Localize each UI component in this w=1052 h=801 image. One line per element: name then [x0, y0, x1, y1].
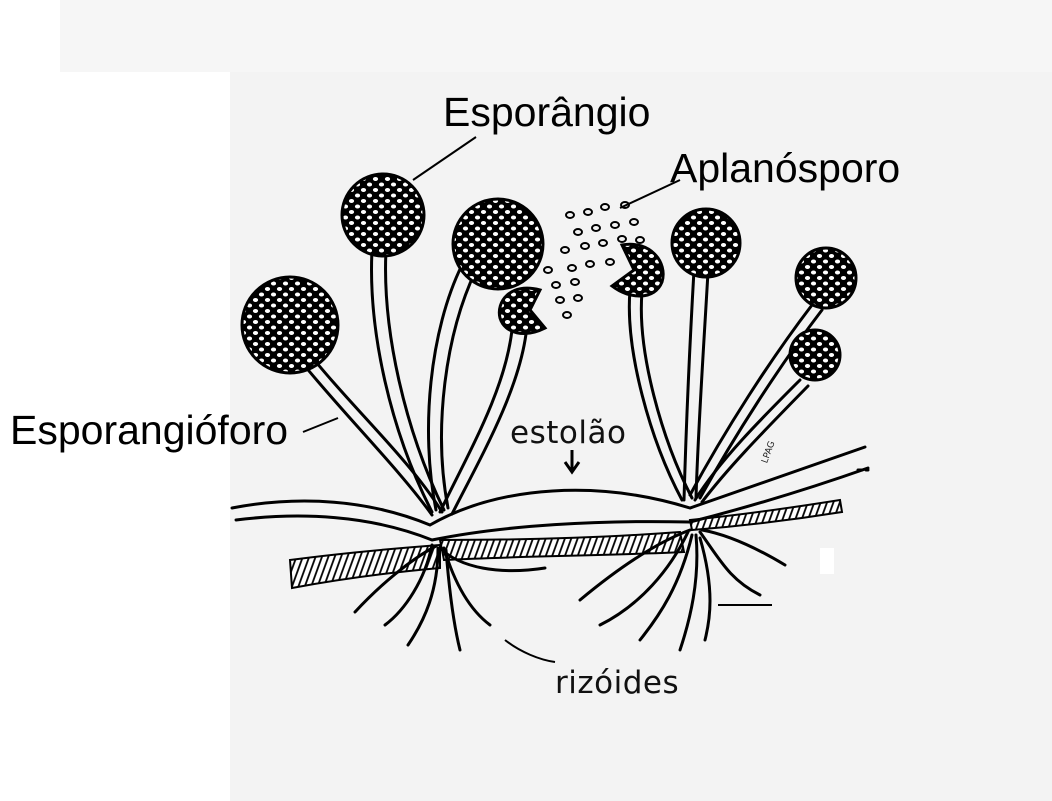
sporangium-6 [790, 330, 840, 380]
sporangium-label: Esporângio [443, 92, 650, 133]
rhizoids-label: rizóides [555, 668, 679, 699]
stolon-label: estolão [510, 418, 626, 449]
sporangium-5 [796, 248, 856, 308]
sporangium-3 [453, 199, 543, 289]
sporangiophore-label: Esporangióforo [10, 410, 288, 451]
label-backdrop [820, 548, 834, 574]
paper-top [60, 0, 1052, 72]
sporangium-4 [672, 209, 740, 277]
aplanospore-label: Aplanósporo [670, 148, 900, 189]
paper-left [60, 72, 230, 372]
sporangium-2 [342, 174, 424, 256]
sporangium-1 [242, 277, 338, 373]
